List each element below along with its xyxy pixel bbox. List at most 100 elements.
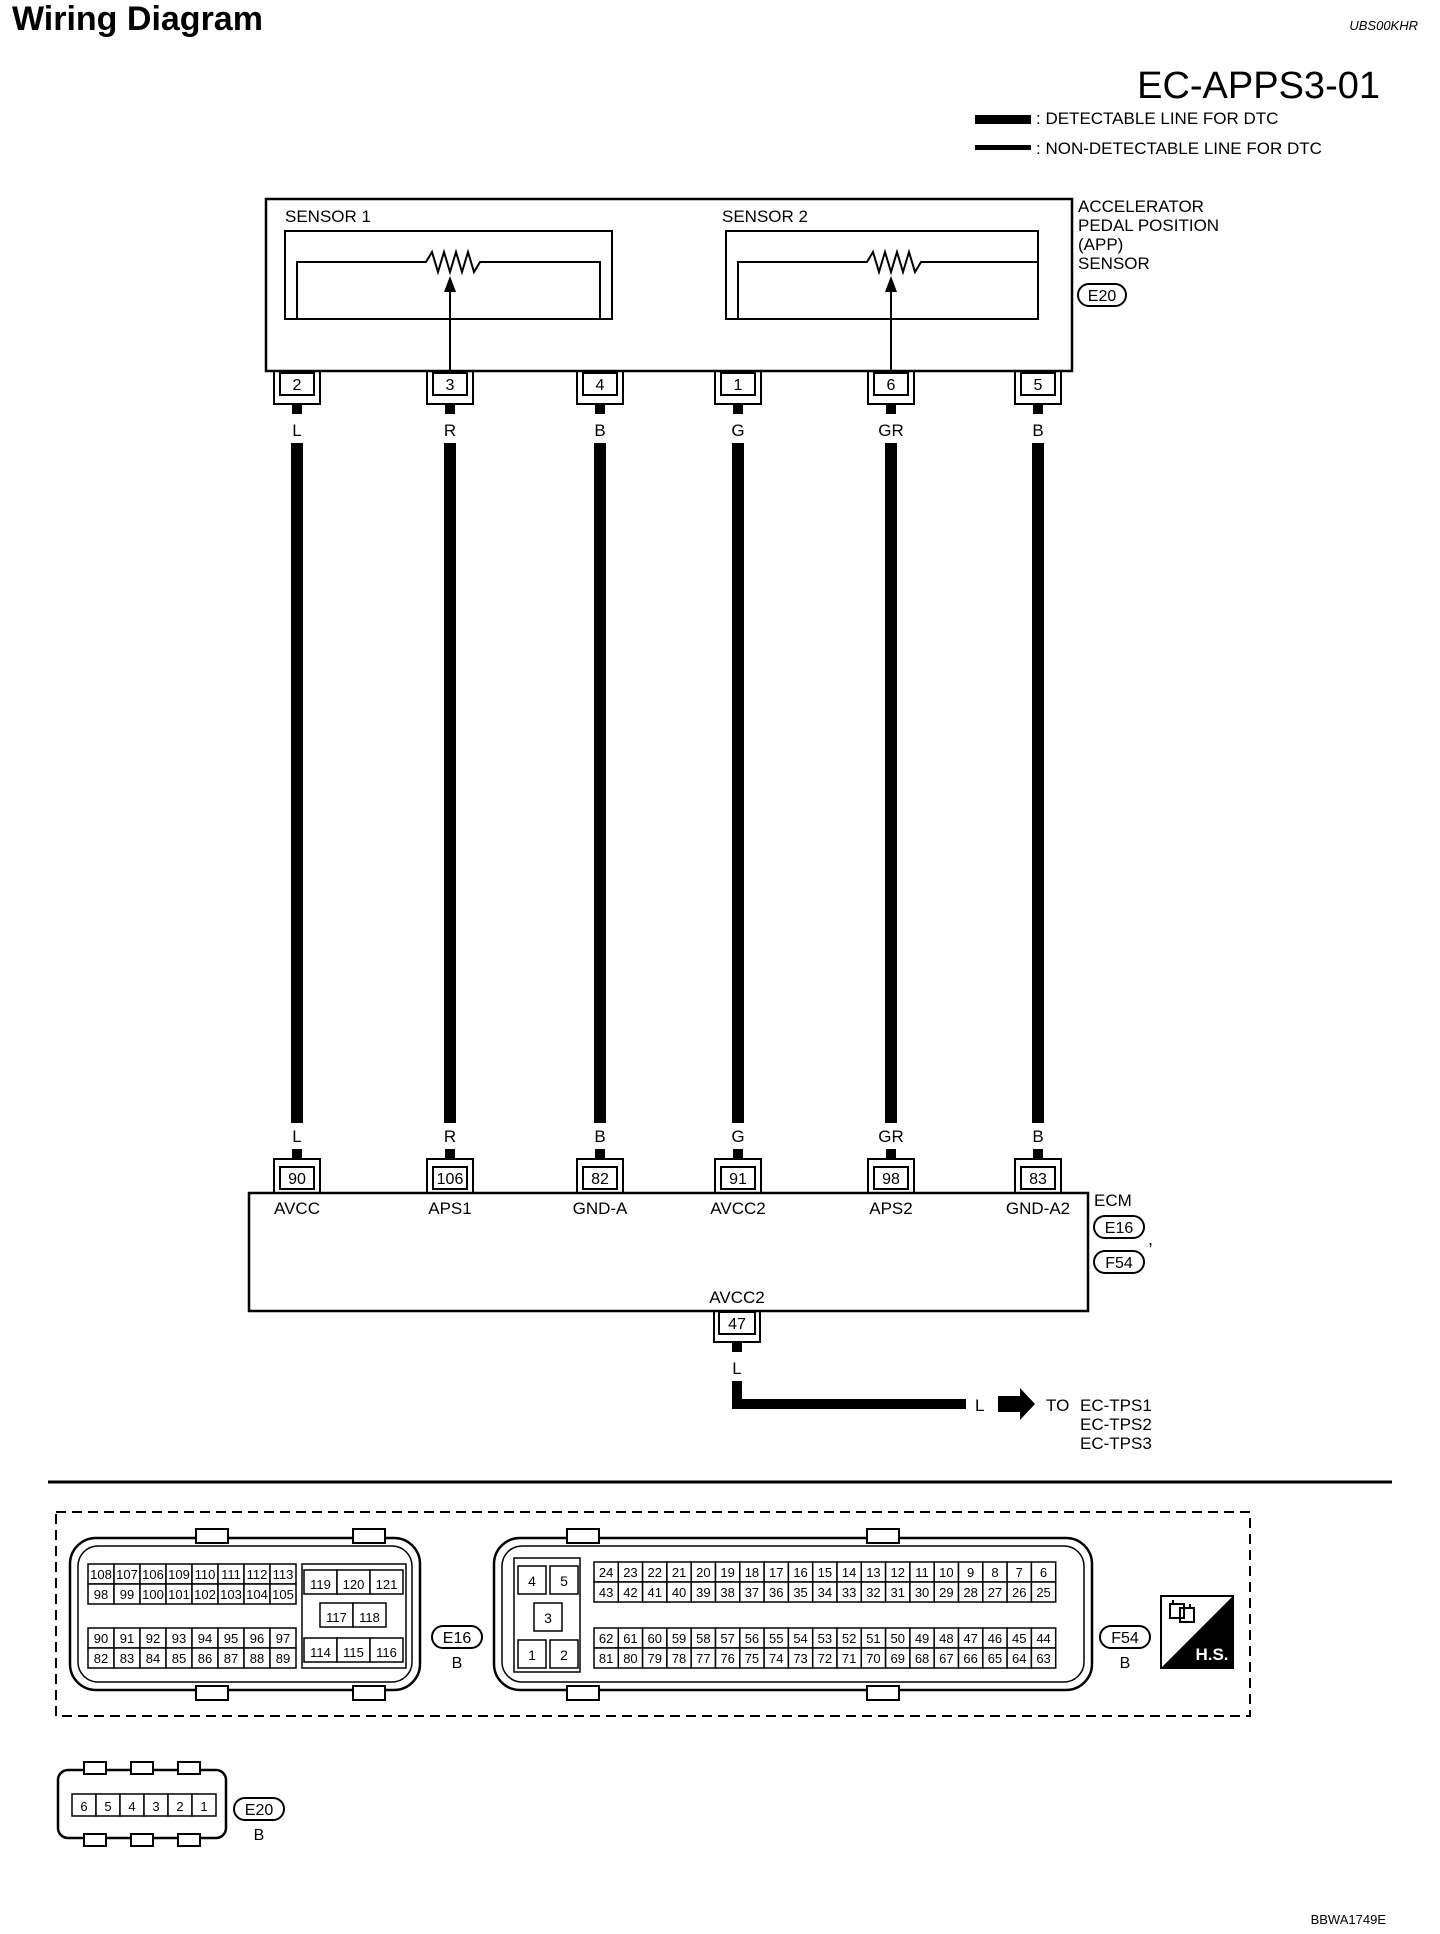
destination-3: EC-TPS3 — [1080, 1434, 1152, 1453]
f54-row4-pin: 70 — [866, 1651, 880, 1666]
f54-row2-pin: 33 — [842, 1585, 856, 1600]
e16-row3-pin: 96 — [250, 1631, 264, 1646]
e16-right-top-pin: 119 — [310, 1577, 331, 1592]
wire-5-ecm-pin-box — [873, 1166, 909, 1190]
e16-row4-pin: 84 — [146, 1651, 160, 1666]
e16-row2-pin: 99 — [120, 1587, 134, 1602]
e16-right-mid-pin: 117 — [326, 1610, 347, 1625]
wire-5-ecm-connector — [867, 1158, 915, 1193]
e16-row3-pin: 91 — [120, 1631, 134, 1646]
app-sensor-box — [264, 197, 1074, 373]
wire-6-sensor-pin: 5 — [1034, 377, 1043, 394]
f54-row3-pin: 55 — [769, 1631, 783, 1646]
e16-row4-pin: 87 — [224, 1651, 238, 1666]
f54-id: F54 — [1111, 1630, 1139, 1647]
f54-housing-inner — [501, 1545, 1085, 1683]
page-title: Wiring Diagram — [12, 0, 263, 38]
wire-2-color-bottom: R — [444, 1127, 456, 1146]
e20-pin: 5 — [104, 1799, 111, 1814]
e16-right-block — [301, 1563, 407, 1669]
f54-row2-pin: 27 — [988, 1585, 1002, 1600]
f54-row1-pin: 13 — [866, 1565, 880, 1580]
e16-row4-pin: 82 — [94, 1651, 108, 1666]
wire-3-color-top: B — [594, 421, 605, 440]
f54-row1-pin: 10 — [939, 1565, 953, 1580]
f54-color: B — [1120, 1655, 1131, 1672]
wire-2-ecm-pin-box — [432, 1166, 468, 1190]
sensor-name-line-1: ACCELERATOR — [1078, 197, 1204, 216]
f54-row1-pin: 20 — [696, 1565, 710, 1580]
f54-row2-pin: 25 — [1036, 1585, 1050, 1600]
f54-row1-pin: 16 — [793, 1565, 807, 1580]
e16-row2-pin: 101 — [168, 1587, 190, 1602]
wire-4-sensor-pin: 1 — [734, 377, 743, 394]
f54-row2-pin: 31 — [891, 1585, 905, 1600]
output-wire-horizontal — [732, 1399, 966, 1409]
wire-4-sensor-pin-box — [720, 372, 756, 396]
f54-row3-pin: 60 — [648, 1631, 662, 1646]
e16-right-mid-cell — [319, 1602, 354, 1628]
wire-1-ecm-stub — [292, 1149, 302, 1159]
wire-2-ecm-connector — [426, 1158, 474, 1193]
f54-row3-pin: 56 — [745, 1631, 759, 1646]
e16-row4-pin: 83 — [120, 1651, 134, 1666]
ecm-bottom-pin: 47 — [728, 1316, 746, 1333]
f54-row4-pin: 69 — [891, 1651, 905, 1666]
e16-row2-pin: 104 — [246, 1587, 268, 1602]
connector-views-frame — [55, 1511, 1251, 1717]
wire-5-color-top: GR — [878, 421, 904, 440]
f54-power-pin: 4 — [528, 1573, 536, 1589]
wire-4-line — [732, 443, 744, 1123]
e20-cell — [191, 1793, 217, 1817]
e16-latch-top-2 — [352, 1528, 386, 1544]
output-wire-color: L — [975, 1396, 984, 1415]
hs-badge: H.S. — [1160, 1595, 1234, 1669]
wire-4-sensor-stub — [733, 404, 743, 414]
f54-row2-cell — [1030, 1581, 1057, 1603]
e16-row1-pin: 111 — [221, 1567, 241, 1582]
f54-power-pin: 5 — [560, 1573, 568, 1589]
e20-latch-bottom-3 — [177, 1833, 201, 1847]
hs-badge-triangle — [1161, 1596, 1233, 1668]
e20-latch-top-1 — [83, 1761, 107, 1775]
f54-row3-pin: 49 — [915, 1631, 929, 1646]
f54-row1-pin: 24 — [599, 1565, 613, 1580]
e16-id: E16 — [443, 1630, 472, 1647]
ecm-connector-badge-2 — [1093, 1250, 1145, 1274]
wire-6-sensor-stub — [1033, 404, 1043, 414]
e16-row1-pin: 113 — [273, 1567, 294, 1582]
f54-power-cell — [517, 1565, 547, 1595]
output-wire-vertical — [732, 1381, 742, 1409]
f54-power-cell — [517, 1639, 547, 1669]
wire-3-ecm-pin: 82 — [591, 1171, 609, 1188]
f54-row2-pin: 26 — [1012, 1585, 1026, 1600]
f54-row3-pin: 59 — [672, 1631, 686, 1646]
wire-5-ecm-stub — [886, 1149, 896, 1159]
sensor2-element — [725, 230, 1039, 320]
e16-right-mid-cell — [352, 1602, 387, 1628]
wire-1-ecm-pin-box — [279, 1166, 315, 1190]
wire-4-ecm-label: AVCC2 — [710, 1199, 765, 1218]
ecm-connector-separator: , — [1148, 1229, 1153, 1249]
e16-right-mid-pin: 118 — [359, 1610, 380, 1625]
e16-row2-pin: 98 — [94, 1587, 108, 1602]
wire-1-sensor-pin: 2 — [293, 377, 302, 394]
f54-row2-pin: 41 — [648, 1585, 662, 1600]
f54-row2-pin: 36 — [769, 1585, 783, 1600]
f54-row1-pin: 18 — [745, 1565, 759, 1580]
f54-power-block — [513, 1557, 581, 1673]
f54-latch-bottom-1 — [566, 1685, 600, 1701]
wire-5-line — [885, 443, 897, 1123]
legend-detectable-line — [975, 115, 1031, 124]
f54-power-cell — [549, 1639, 579, 1669]
ecm-connector-id-1: E16 — [1105, 1220, 1134, 1237]
wire-1-color-bottom: L — [292, 1127, 301, 1146]
e16-latch-bottom-1 — [195, 1685, 229, 1701]
e16-row1-pin: 108 — [90, 1567, 112, 1582]
f54-row1-pin: 14 — [842, 1565, 856, 1580]
f54-row4-pin: 66 — [963, 1651, 977, 1666]
f54-row4-pin: 72 — [818, 1651, 832, 1666]
f54-row3-pin: 53 — [818, 1631, 832, 1646]
